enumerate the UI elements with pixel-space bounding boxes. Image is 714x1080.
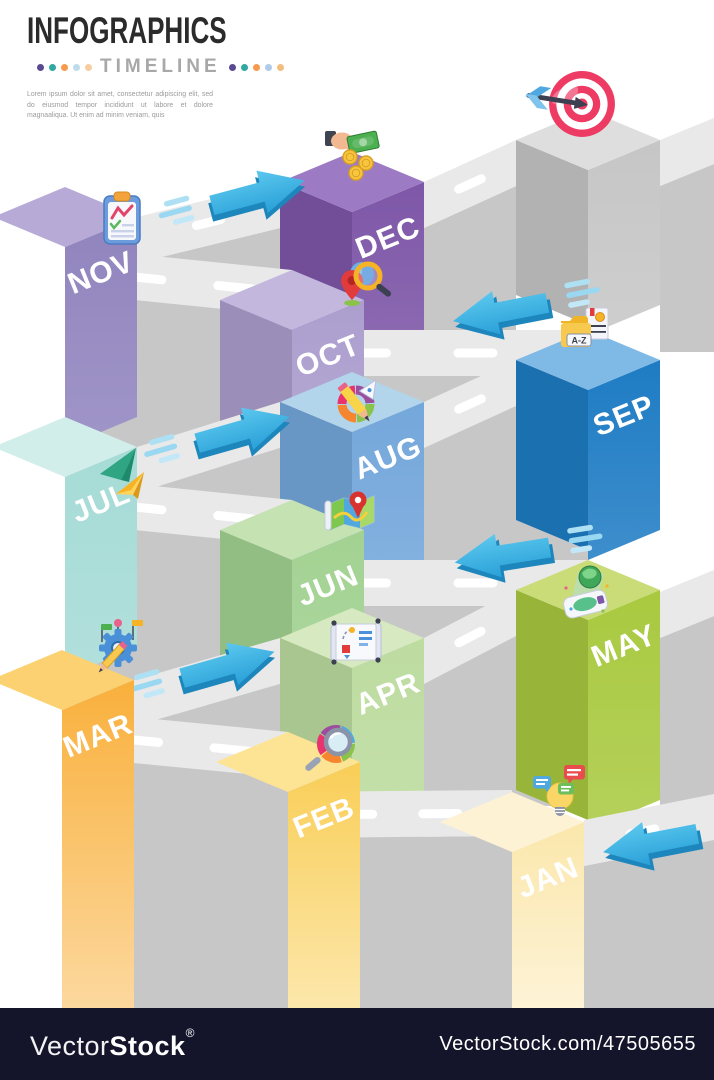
side-face	[516, 140, 588, 325]
design-pencil-icon	[337, 378, 377, 423]
top-face	[280, 152, 424, 212]
idea-bubbles-icon	[533, 765, 585, 816]
month-block-mar: MAR	[0, 619, 143, 1008]
target-icon	[525, 71, 615, 137]
intro-text: Lorem ipsum dolor sit amet, consectetur …	[27, 91, 213, 120]
subtitle-row: TIMELINE	[37, 56, 284, 78]
road-dash	[453, 578, 498, 588]
road-dash	[418, 808, 463, 819]
top-face	[516, 110, 660, 170]
front-face	[588, 360, 660, 560]
wall	[584, 840, 714, 1008]
decorative-dots-right	[228, 63, 284, 71]
side-face	[516, 360, 588, 550]
folder-az-icon: A-Z	[561, 307, 609, 347]
month-block-nov: NOV	[0, 187, 141, 447]
top-face	[516, 560, 660, 620]
watermark-bar: VectorStock® VectorStock.com/47505655	[0, 1008, 714, 1080]
top-face	[440, 792, 584, 852]
arrow-mar-apr-right-icon	[129, 642, 276, 699]
top-face	[516, 330, 660, 390]
decorative-dot	[276, 63, 284, 71]
vectorstock-url: VectorStock.com/47505655	[439, 1032, 696, 1055]
svg-text:A-Z: A-Z	[572, 336, 587, 346]
arrow-sep-oct-left-icon	[453, 278, 600, 340]
month-block-may: MAY	[516, 560, 661, 830]
front-face	[352, 402, 424, 612]
gear-tools-icon	[98, 619, 143, 673]
side-face	[516, 590, 588, 820]
decorative-dot	[240, 63, 248, 71]
location-search-icon	[341, 261, 392, 306]
arrow-may-jun-left-icon	[454, 524, 603, 583]
decorative-dots-left	[37, 63, 92, 71]
plan-scroll-icon	[330, 618, 382, 665]
goal-pedestal	[516, 71, 714, 352]
decorative-dot	[49, 63, 56, 71]
front-face	[588, 140, 660, 335]
phone-globe-icon	[563, 565, 609, 619]
registered-mark: ®	[185, 1026, 195, 1040]
road-dash	[454, 174, 486, 194]
front-face	[588, 590, 660, 830]
wall	[424, 636, 516, 812]
front-face	[512, 822, 584, 1008]
top-face	[0, 187, 137, 247]
report-clipboard-icon	[103, 191, 141, 245]
road-dash	[454, 394, 486, 414]
arrow-to-jan-left-icon	[603, 822, 704, 871]
wall	[424, 406, 516, 565]
top-face	[220, 270, 364, 330]
decorative-dot	[61, 63, 68, 71]
wall	[660, 164, 714, 352]
month-block-feb: FEB	[216, 725, 360, 1008]
road-dash	[453, 348, 498, 358]
road-dash	[454, 626, 486, 648]
decorative-dot	[228, 63, 236, 71]
arrow-jul-aug-right-icon	[144, 407, 291, 464]
top-face	[0, 650, 134, 710]
month-block-jan: JAN	[440, 765, 585, 1008]
front-face	[62, 680, 134, 1008]
road-segment	[660, 118, 714, 186]
arrow-nov-dec-right-icon	[158, 170, 306, 225]
decorative-dot	[264, 63, 272, 71]
top-face	[0, 417, 137, 477]
map-pin-icon	[324, 491, 375, 531]
decorative-dot	[85, 63, 92, 71]
front-face	[65, 217, 137, 447]
vectorstock-logo: VectorStock®	[30, 1026, 195, 1061]
header: INFOGRAPHICS TIMELINE Lorem ipsum dolor …	[27, 10, 287, 119]
page-subtitle: TIMELINE	[100, 56, 221, 77]
decorative-dot	[252, 63, 260, 71]
front-face	[288, 762, 360, 1008]
decorative-dot	[37, 63, 44, 71]
decorative-dot	[73, 63, 80, 71]
road-segment	[660, 570, 714, 638]
money-hand-icon	[325, 130, 380, 181]
paper-planes-icon	[100, 448, 144, 499]
page-title: INFOGRAPHICS	[27, 10, 227, 51]
